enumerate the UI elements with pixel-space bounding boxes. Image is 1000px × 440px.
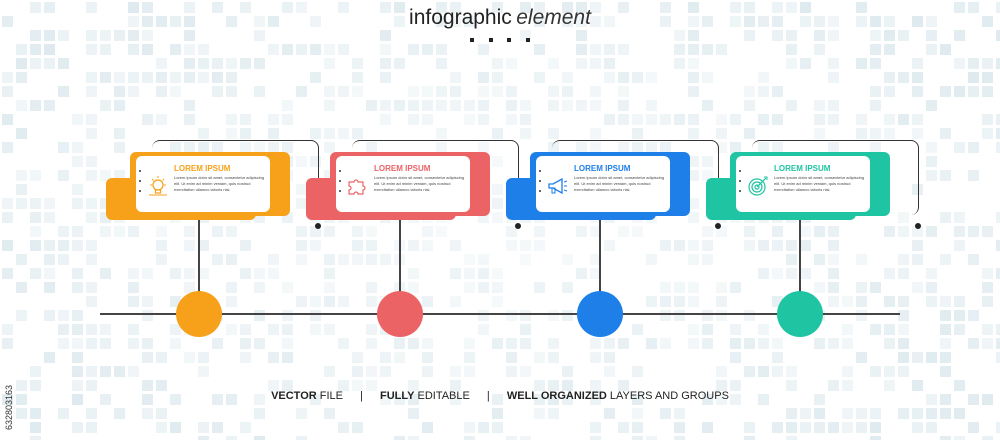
timeline-axis xyxy=(100,313,900,315)
card-front: LOREM IPSUM Lorem ipsum dolor sit amet, … xyxy=(336,156,470,212)
footer-fully: FULLY xyxy=(379,390,415,402)
card-dots xyxy=(139,170,142,200)
step-body: Lorem ipsum dolor sit amet, consectetur … xyxy=(774,175,865,192)
title-dots xyxy=(470,38,530,42)
connector-line xyxy=(198,216,200,314)
card-outline xyxy=(752,140,919,215)
puzzle-icon xyxy=(346,174,370,198)
footer-vector: VECTOR xyxy=(271,390,317,402)
card-front: LOREM IPSUM Lorem ipsum dolor sit amet, … xyxy=(736,156,870,212)
footer-file: FILE xyxy=(316,390,343,402)
connector-line xyxy=(399,216,401,314)
step-card: LOREM IPSUM Lorem ipsum dolor sit amet, … xyxy=(106,140,321,237)
connector-line xyxy=(599,216,601,314)
title-main: infographic xyxy=(409,6,512,29)
footer-text: VECTOR FILE | FULLY EDITABLE | WELL ORGA… xyxy=(0,390,1000,402)
connector-line xyxy=(799,216,801,314)
step-heading: LOREM IPSUM xyxy=(374,164,431,173)
card-dots xyxy=(539,170,542,200)
title-italic: element xyxy=(516,6,591,29)
stock-id: 632803163 xyxy=(4,330,16,430)
step-marker xyxy=(176,291,222,337)
step-card: LOREM IPSUM Lorem ipsum dolor sit amet, … xyxy=(506,140,721,237)
step-marker xyxy=(577,291,623,337)
step-heading: LOREM IPSUM xyxy=(774,164,831,173)
card-front: LOREM IPSUM Lorem ipsum dolor sit amet, … xyxy=(536,156,670,212)
page-title: infographic element xyxy=(0,6,1000,30)
card-panel: LOREM IPSUM Lorem ipsum dolor sit amet, … xyxy=(130,152,290,216)
footer-sep-2: | xyxy=(486,390,490,402)
card-end-dot xyxy=(515,223,521,229)
card-outline xyxy=(152,140,319,215)
card-outline xyxy=(352,140,519,215)
card-outline xyxy=(552,140,719,215)
card-front: LOREM IPSUM Lorem ipsum dolor sit amet, … xyxy=(136,156,270,212)
step-body: Lorem ipsum dolor sit amet, consectetur … xyxy=(374,175,465,192)
card-end-dot xyxy=(715,223,721,229)
step-body: Lorem ipsum dolor sit amet, consectetur … xyxy=(174,175,265,192)
card-panel: LOREM IPSUM Lorem ipsum dolor sit amet, … xyxy=(730,152,890,216)
step-card: LOREM IPSUM Lorem ipsum dolor sit amet, … xyxy=(306,140,521,237)
megaphone-icon xyxy=(546,174,570,198)
card-dots xyxy=(739,170,742,200)
step-body: Lorem ipsum dolor sit amet, consectetur … xyxy=(574,175,665,192)
step-marker xyxy=(377,291,423,337)
footer-layers: LAYERS AND GROUPS xyxy=(606,390,729,402)
step-marker xyxy=(777,291,823,337)
step-card: LOREM IPSUM Lorem ipsum dolor sit amet, … xyxy=(706,140,921,237)
card-end-dot xyxy=(315,223,321,229)
card-panel: LOREM IPSUM Lorem ipsum dolor sit amet, … xyxy=(530,152,690,216)
card-panel: LOREM IPSUM Lorem ipsum dolor sit amet, … xyxy=(330,152,490,216)
step-heading: LOREM IPSUM xyxy=(574,164,631,173)
footer-well-organized: WELL ORGANIZED xyxy=(506,390,607,402)
card-end-dot xyxy=(915,223,921,229)
footer-editable: EDITABLE xyxy=(414,390,470,402)
card-dots xyxy=(339,170,342,200)
target-icon xyxy=(746,174,770,198)
stock-id-text: 632803163 xyxy=(4,384,14,430)
footer-sep-1: | xyxy=(360,390,363,402)
step-heading: LOREM IPSUM xyxy=(174,164,231,173)
lightbulb-icon xyxy=(146,174,170,198)
